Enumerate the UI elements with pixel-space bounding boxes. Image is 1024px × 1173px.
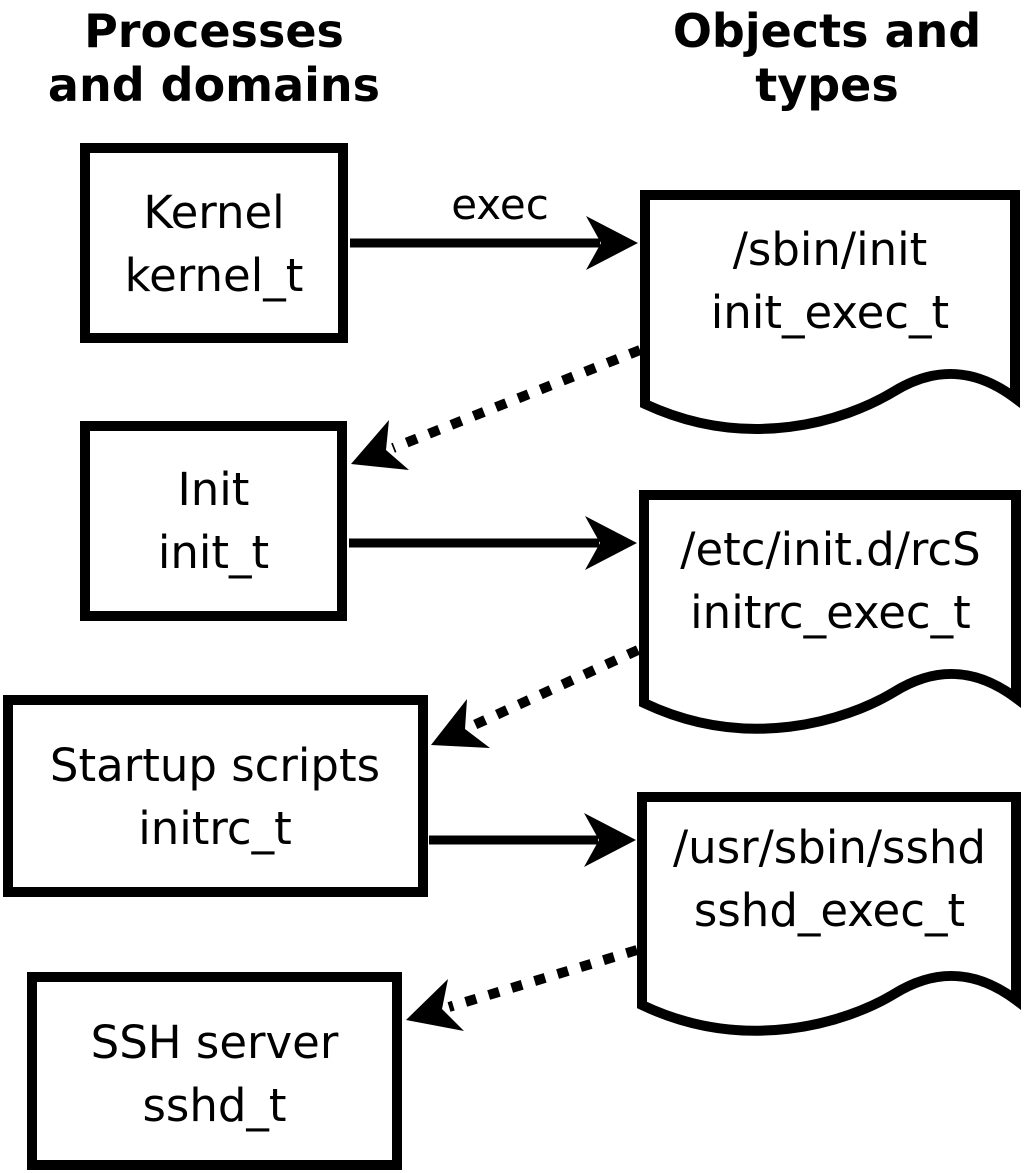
exec-arrowhead-kernel-to-sbin-init [586,216,638,270]
ssh-server-domain-label: SSH server sshd_t [27,1011,402,1137]
object-type: sshd_exec_t [693,884,966,937]
etc-initd-rcs-object-label: /etc/init.d/rcS initrc_exec_t [639,518,1022,644]
ssh-server-domain-box [27,972,402,1170]
usr-sbin-sshd-object-label: /usr/sbin/sshd sshd_exec_t [637,816,1022,942]
right-column-title-line2: types [755,58,899,113]
domain-name: SSH server [90,1016,339,1069]
object-type: initrc_exec_t [690,586,971,639]
left-column-title-line1: Processes [84,4,344,58]
transition-arrowhead-rcs-to-startup [431,699,490,748]
left-column-title: Processes and domains [14,4,414,113]
object-path: /etc/init.d/rcS [680,523,981,576]
exec-arrowhead-init-to-rcs [585,516,637,570]
transition-arrow-sshd-to-sshserver [447,945,639,1012]
domain-type: initrc_t [138,802,292,855]
transition-arrowhead-sshd-to-sshserver [406,979,464,1031]
kernel-domain-box [80,143,348,343]
kernel-domain-label: Kernel kernel_t [80,181,348,307]
object-path: /usr/sbin/sshd [673,821,986,874]
domain-name: Init [177,463,250,516]
left-column-title-line2: and domains [47,58,381,113]
transition-arrowhead-sbin-init-to-init [351,420,409,470]
usr-sbin-sshd-document-shape [637,792,1021,1036]
transition-arrow-sbin-init-to-init [391,345,642,453]
object-type: init_exec_t [710,286,950,339]
domain-name: Kernel [143,186,285,239]
exec-arrowhead-startup-to-sshd [584,813,636,867]
right-column-title-line1: Objects and [672,4,982,58]
domain-name: Startup scripts [49,739,381,792]
domain-type: init_t [157,526,270,579]
sbin-init-document-shape [640,190,1020,434]
startup-scripts-domain-box [3,695,428,897]
object-path: /sbin/init [732,223,928,276]
init-domain-label: Init init_t [80,458,347,584]
sbin-init-object-label: /sbin/init init_exec_t [640,218,1020,344]
exec-edge-label: exec [451,180,549,229]
init-domain-box [80,421,347,621]
transition-arrow-rcs-to-startup [469,645,641,731]
right-column-title: Objects and types [630,4,1024,113]
etc-initd-rcs-document-shape [639,490,1021,734]
domain-type: sshd_t [142,1079,287,1132]
domain-type: kernel_t [124,249,304,302]
startup-scripts-domain-label: Startup scripts initrc_t [3,734,427,860]
